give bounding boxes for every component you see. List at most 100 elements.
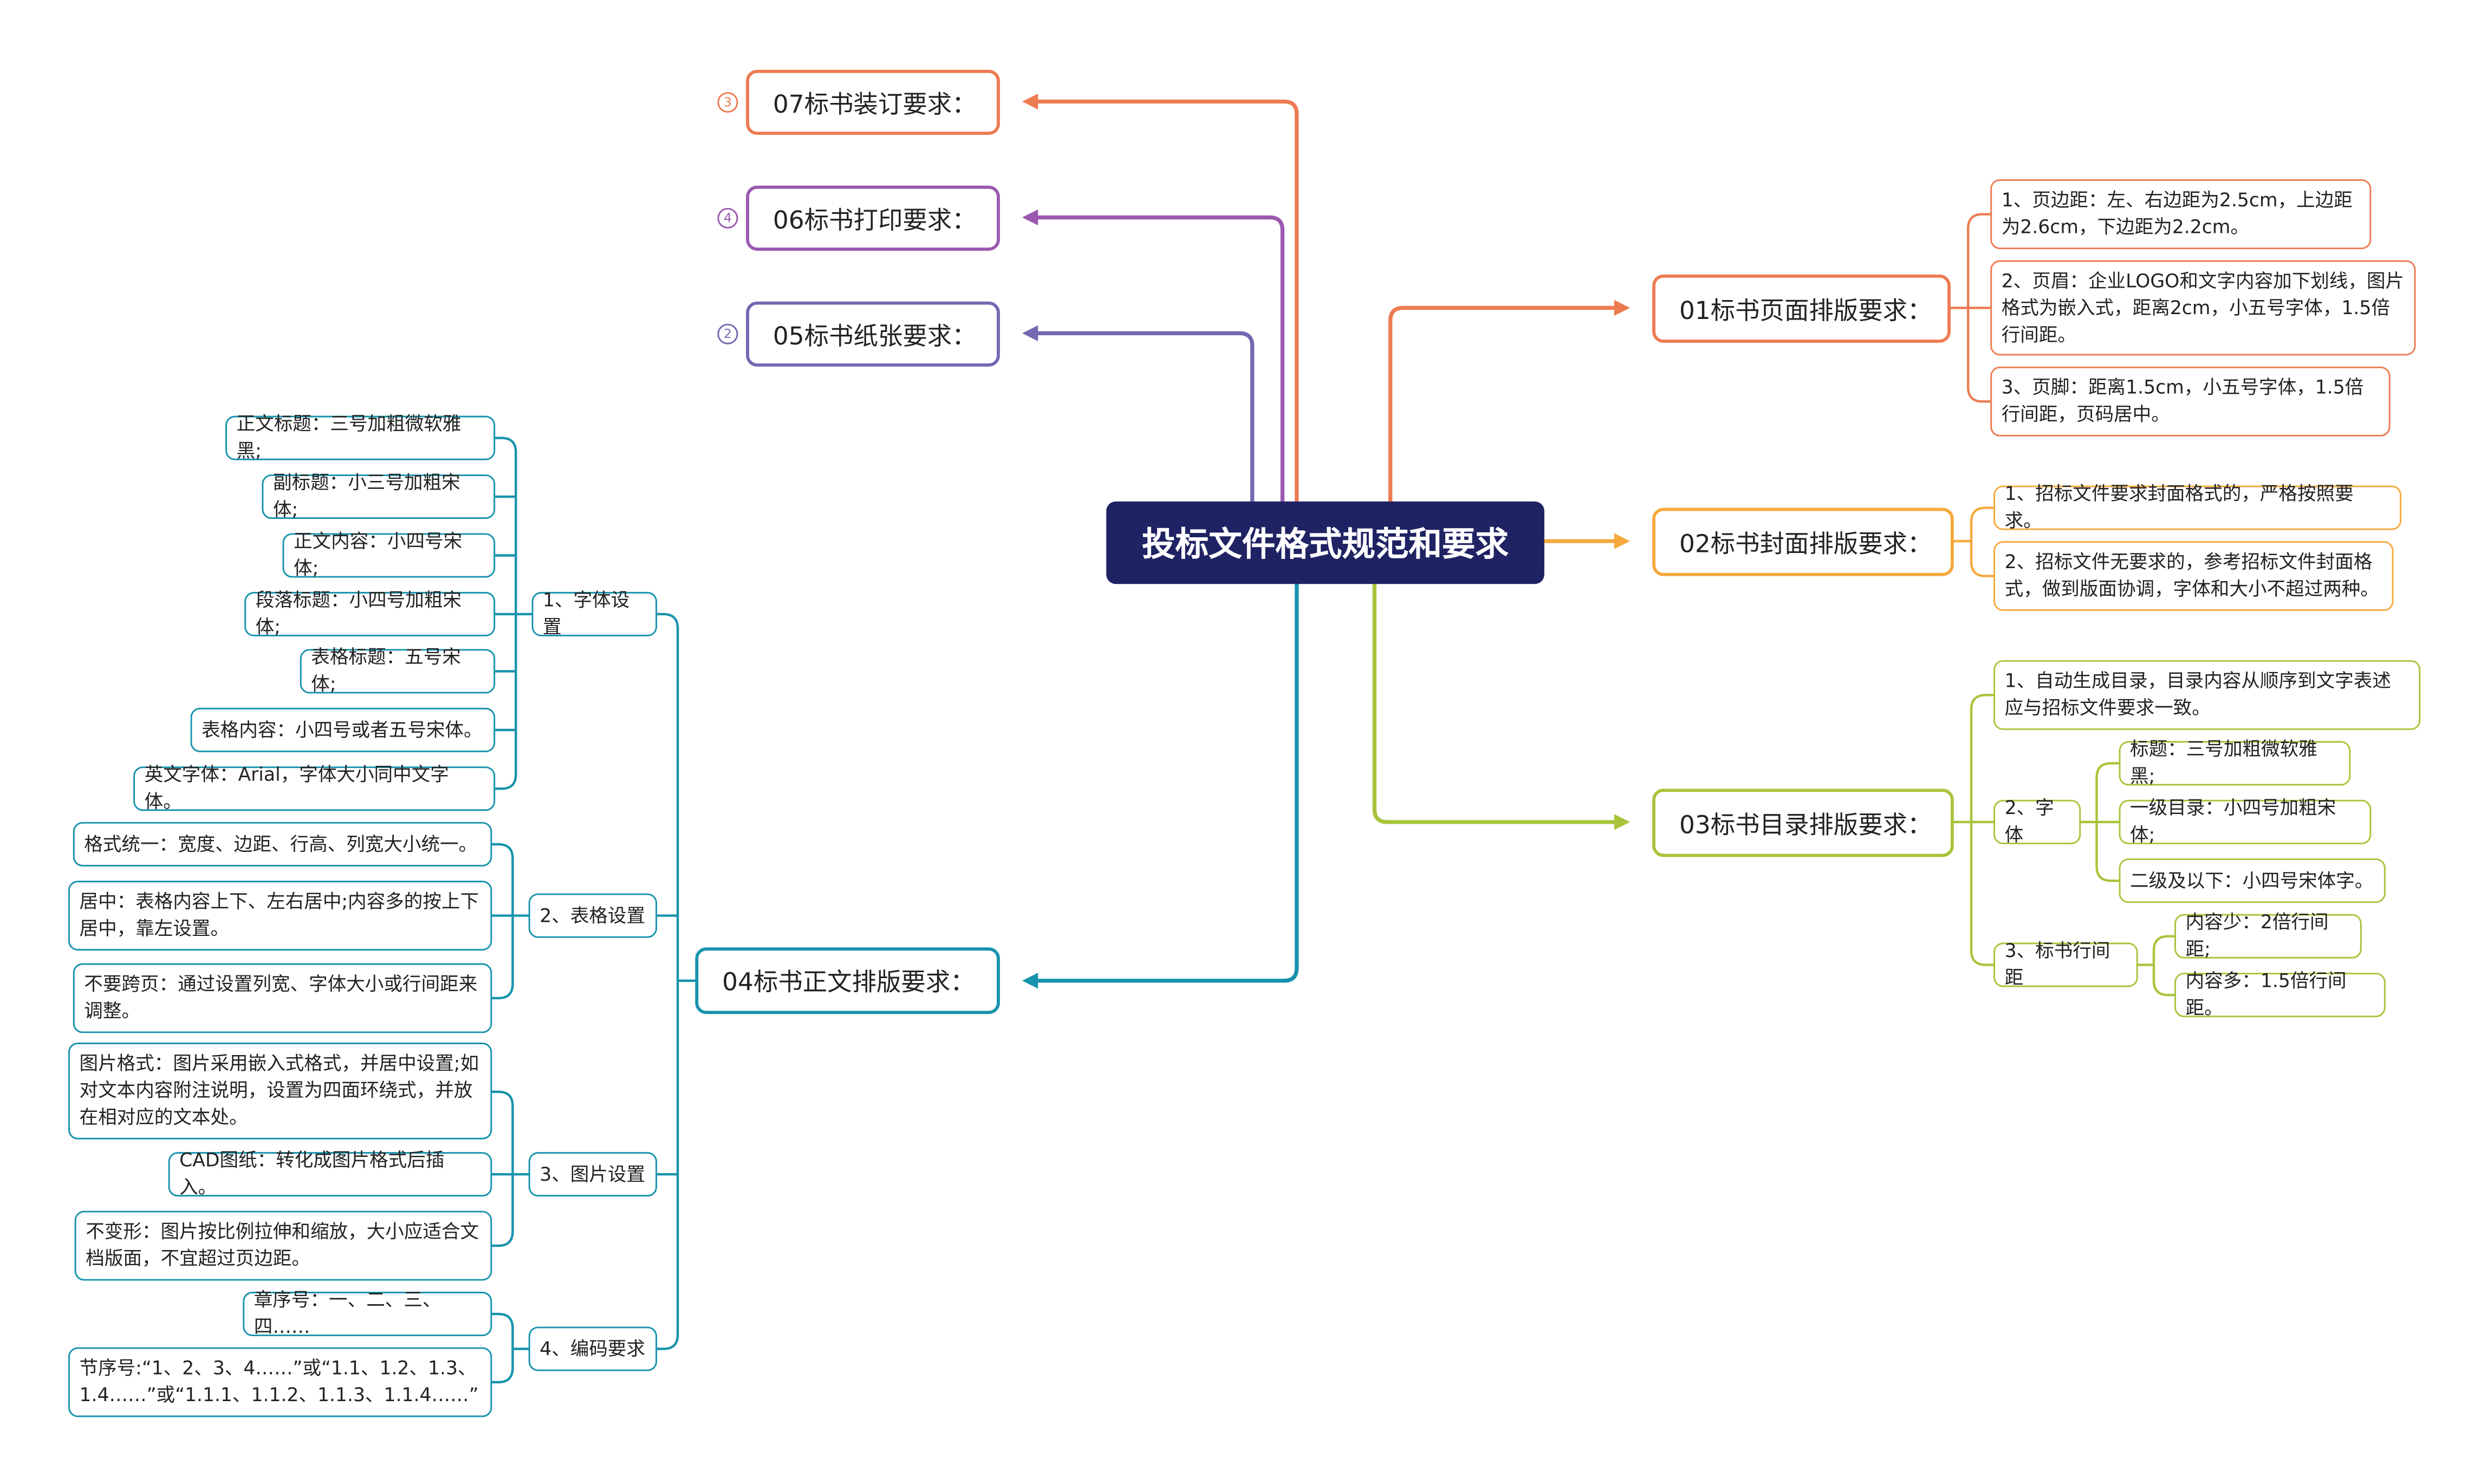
b02-item-1-text: 1、招标文件要求封面格式的，严格按照要求。 <box>2004 482 2354 532</box>
b04-font-item-2: 副标题：小三号加粗宋体; <box>272 471 460 521</box>
b02-item-2-text: 2、招标文件无要求的，参考招标文件封面格式，做到版面协调，字体和大小不超过两种。 <box>2004 550 2379 600</box>
badge-06: 4 <box>717 207 738 229</box>
b04-numbering[interactable]: 4、编码要求 <box>528 1326 658 1371</box>
branch-04-label: 04标书正文排版要求： <box>722 968 975 997</box>
b04-numbering-section[interactable]: 节序号:“1、2、3、4……”或“1.1、1.2、1.3、1.4……”或“1.1… <box>68 1347 492 1417</box>
b04-font-table-content[interactable]: 表格内容：小四号或者五号宋体。 <box>190 707 496 752</box>
arrow-01 <box>1614 300 1631 316</box>
branch-07-label: 07标书装订要求： <box>772 89 977 119</box>
branch-03-toc-layout[interactable]: 03标书目录排版要求： <box>1652 789 1954 857</box>
b03-font-title[interactable]: 标题：三号加粗微软雅黑; <box>2119 738 2351 787</box>
b01-item-footer[interactable]: 3、页脚：距离1.5cm，小五号字体，1.5倍行间距，页码居中。 <box>1990 366 2391 437</box>
branch-03-label: 03标书目录排版要求： <box>1679 810 1932 839</box>
b04-image-no-distort[interactable]: 不变形：图片按比例拉伸和缩放，大小应适合文档版面，不宜超过页边距。 <box>74 1210 492 1281</box>
badge-07: 3 <box>717 92 738 113</box>
badge-06-number: 4 <box>723 211 732 226</box>
link-root-04 <box>1029 582 1299 983</box>
badge-07-number: 3 <box>723 95 732 110</box>
branch-04-body-layout[interactable]: 04标书正文排版要求： <box>695 947 1000 1014</box>
b04-image-format[interactable]: 图片格式：图片采用嵌入式格式，并居中设置;如对文本内容附注说明，设置为四面环绕式… <box>68 1043 492 1140</box>
branch-06-label: 06标书打印要求： <box>772 205 977 235</box>
b04-font-item-1: 正文标题：三号加粗微软雅黑; <box>236 412 462 462</box>
b04-font-paragraph-title[interactable]: 段落标题：小四号加粗宋体; <box>244 589 496 638</box>
arrow-06 <box>1022 209 1038 226</box>
link-root-07 <box>1029 99 1299 504</box>
link-root-06 <box>1029 215 1285 504</box>
b04-font-item-6: 表格内容：小四号或者五号宋体。 <box>202 718 483 740</box>
b01-item-margins[interactable]: 1、页边距：左、右边距为2.5cm，上边距为2.6cm，下边距为2.2cm。 <box>1990 179 2372 250</box>
b04-table-uniform[interactable]: 格式统一：宽度、边距、行高、列宽大小统一。 <box>73 822 492 867</box>
branch-07-binding[interactable]: 07标书装订要求： <box>746 69 1000 135</box>
arrow-03 <box>1614 814 1631 830</box>
b03-spacing-less[interactable]: 内容少：2倍行间距; <box>2174 911 2362 960</box>
b04-table-item-3: 不要跨页：通过设置列宽、字体大小或行间距来调整。 <box>84 973 478 1022</box>
b03-font-item-1: 标题：三号加粗微软雅黑; <box>2130 738 2317 787</box>
b03-spacing-group[interactable]: 3、标书行间距 <box>1993 940 2138 988</box>
b01-item-header[interactable]: 2、页眉：企业LOGO和文字内容加下划线，图片格式为嵌入式，距离2cm，小五号字… <box>1990 260 2416 356</box>
root-title: 投标文件格式规范和要求 <box>1142 525 1509 564</box>
branch-05-paper[interactable]: 05标书纸张要求： <box>746 301 1000 367</box>
b04-table-item-1: 格式统一：宽度、边距、行高、列宽大小统一。 <box>84 832 478 855</box>
b04-image-settings-label: 3、图片设置 <box>540 1162 646 1185</box>
branch-02-cover-layout[interactable]: 02标书封面排版要求： <box>1652 507 1954 576</box>
b02-item-required[interactable]: 1、招标文件要求封面格式的，严格按照要求。 <box>1993 483 2402 532</box>
b04-image-item-2: CAD图纸：转化成图片格式后插入。 <box>179 1149 445 1199</box>
b04-font-item-4: 段落标题：小四号加粗宋体; <box>255 589 462 638</box>
b04-table-no-page-break[interactable]: 不要跨页：通过设置列宽、字体大小或行间距来调整。 <box>73 963 492 1033</box>
link-root-05 <box>1029 331 1255 504</box>
branch-01-label: 01标书页面排版要求： <box>1679 296 1932 325</box>
b04-font-settings-label: 1、字体设置 <box>543 589 630 638</box>
b04-font-body-title[interactable]: 正文标题：三号加粗微软雅黑; <box>225 413 496 462</box>
b04-image-settings[interactable]: 3、图片设置 <box>528 1152 658 1197</box>
b04-font-item-5: 表格标题：五号宋体; <box>311 646 461 695</box>
b04-font-table-title[interactable]: 表格标题：五号宋体; <box>300 646 496 695</box>
root-topic[interactable]: 投标文件格式规范和要求 <box>1106 501 1544 584</box>
branch-06-printing[interactable]: 06标书打印要求： <box>746 185 1000 251</box>
b04-font-subtitle[interactable]: 副标题：小三号加粗宋体; <box>262 471 496 520</box>
arrow-07 <box>1022 93 1038 110</box>
b04-image-cad[interactable]: CAD图纸：转化成图片格式后插入。 <box>168 1149 492 1198</box>
b03-font-label: 2、字体 <box>2004 796 2054 846</box>
b04-numbering-item-2: 节序号:“1、2、3、4……”或“1.1、1.2、1.3、1.4……”或“1.1… <box>79 1357 479 1406</box>
b03-item-1-text: 1、自动生成目录，目录内容从顺序到文字表述应与招标文件要求一致。 <box>2004 669 2391 719</box>
badge-05: 2 <box>717 323 738 344</box>
b03-spacing-label: 3、标书行间距 <box>2004 939 2110 989</box>
b04-table-settings-label: 2、表格设置 <box>540 903 646 926</box>
b03-spacing-item-1: 内容少：2倍行间距; <box>2185 910 2329 960</box>
b04-font-item-7: 英文字体：Arial，字体大小同中文字体。 <box>144 763 449 813</box>
b03-font-level2[interactable]: 二级及以下：小四号宋体字。 <box>2119 858 2386 903</box>
link-root-03 <box>1372 582 1621 824</box>
branch-02-label: 02标书封面排版要求： <box>1679 529 1932 558</box>
arrow-02 <box>1614 533 1631 549</box>
arrow-05 <box>1022 325 1038 341</box>
b04-numbering-label: 4、编码要求 <box>540 1337 646 1359</box>
link-root-01 <box>1388 305 1621 504</box>
b04-table-settings[interactable]: 2、表格设置 <box>528 893 658 938</box>
b03-spacing-item-2: 内容多：1.5倍行间距。 <box>2185 969 2347 1019</box>
b03-font-level1[interactable]: 一级目录：小四号加粗宋体; <box>2119 797 2372 846</box>
b03-font-group[interactable]: 2、字体 <box>1993 797 2081 846</box>
b04-numbering-item-1: 章序号：一、二、三、四…… <box>254 1288 441 1338</box>
b03-spacing-more[interactable]: 内容多：1.5倍行间距。 <box>2174 969 2386 1019</box>
b01-item-2-text: 2、页眉：企业LOGO和文字内容加下划线，图片格式为嵌入式，距离2cm，小五号字… <box>2001 270 2405 346</box>
b04-table-center[interactable]: 居中：表格内容上下、左右居中;内容多的按上下居中，靠左设置。 <box>68 881 492 951</box>
b04-font-settings[interactable]: 1、字体设置 <box>531 589 658 638</box>
branch-01-page-layout[interactable]: 01标书页面排版要求： <box>1652 274 1951 343</box>
branch-05-label: 05标书纸张要求： <box>772 321 977 350</box>
badge-05-number: 2 <box>723 327 732 341</box>
b04-font-english[interactable]: 英文字体：Arial，字体大小同中文字体。 <box>133 763 496 812</box>
b03-font-item-2: 一级目录：小四号加粗宋体; <box>2130 796 2336 846</box>
b04-table-item-2: 居中：表格内容上下、左右居中;内容多的按上下居中，靠左设置。 <box>79 890 479 940</box>
arrow-04 <box>1022 973 1038 989</box>
b04-image-item-1: 图片格式：图片采用嵌入式格式，并居中设置;如对文本内容附注说明，设置为四面环绕式… <box>79 1052 479 1129</box>
b02-item-reference[interactable]: 2、招标文件无要求的，参考招标文件封面格式，做到版面协调，字体和大小不超过两种。 <box>1993 541 2394 611</box>
b03-item-auto-toc[interactable]: 1、自动生成目录，目录内容从顺序到文字表述应与招标文件要求一致。 <box>1993 660 2421 730</box>
b01-item-1-text: 1、页边距：左、右边距为2.5cm，上边距为2.6cm，下边距为2.2cm。 <box>2001 188 2353 238</box>
b04-font-item-3: 正文内容：小四号宋体; <box>294 530 463 580</box>
b04-font-body-content[interactable]: 正文内容：小四号宋体; <box>282 530 496 579</box>
b03-font-item-3: 二级及以下：小四号宋体字。 <box>2130 869 2374 891</box>
b04-image-item-3: 不变形：图片按比例拉伸和缩放，大小应适合文档版面，不宜超过页边距。 <box>86 1220 479 1270</box>
b04-numbering-chapter[interactable]: 章序号：一、二、三、四…… <box>243 1288 492 1338</box>
